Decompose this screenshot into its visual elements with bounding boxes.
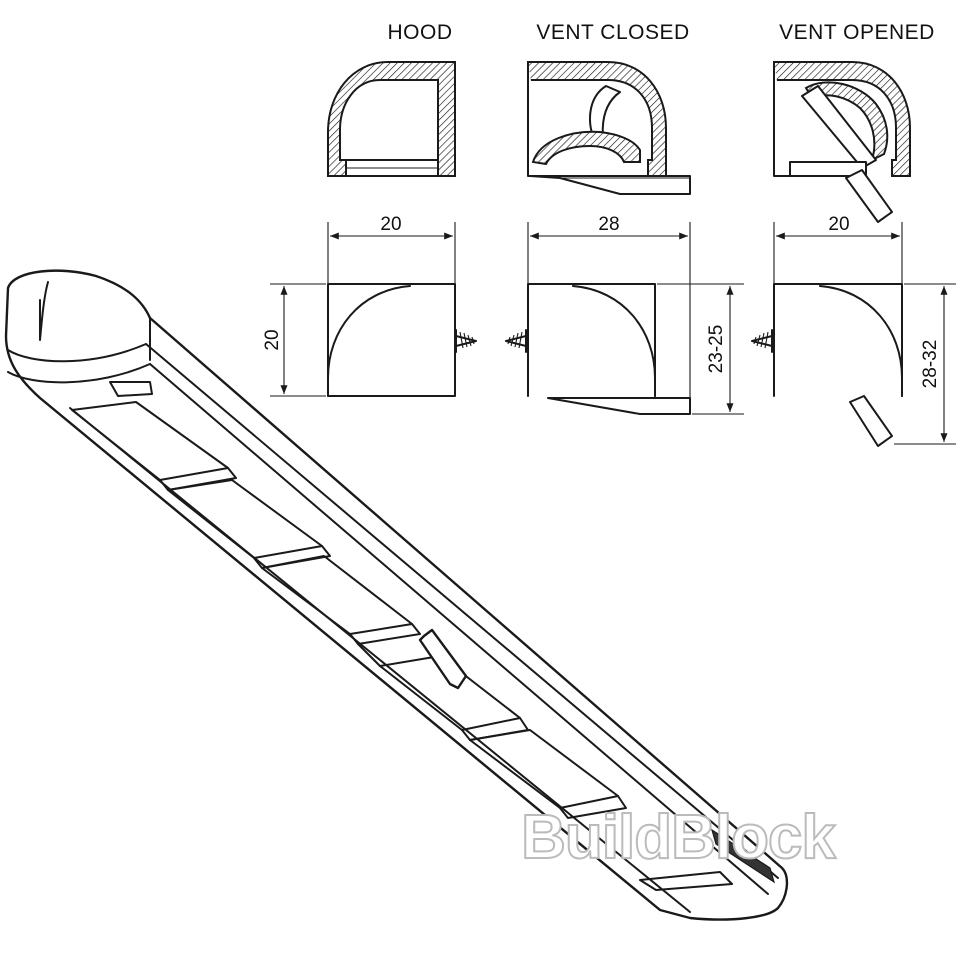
dimension-closed-width: 28 [527,214,691,410]
hood-width-label: 20 [380,214,401,235]
title-vent-opened: VENT OPENED [779,21,935,44]
closed-width-label: 28 [598,214,619,235]
closed-side-view [527,283,691,415]
opened-width-label: 20 [828,214,849,235]
vent-closed-section [527,61,691,195]
closed-height-dimension: 23-25 [657,283,744,415]
watermark-text: BuildBlock [521,803,836,872]
dimension-opened-width: 20 [773,214,903,290]
dimension-hood-width: 20 [327,214,456,290]
title-hood: HOOD [388,21,453,44]
opened-height-dimension: 28-32 [894,283,956,445]
hood-side-view [327,283,456,397]
screw-right [505,329,527,353]
opened-side-view [773,283,903,447]
hood-height-dimension: 20 [262,283,326,397]
title-vent-closed: VENT CLOSED [536,21,689,44]
hood-section [327,61,456,177]
screw-opened [751,329,773,353]
closed-height-label: 23-25 [706,325,727,374]
vent-bar-perspective [4,269,789,921]
hood-height-label: 20 [262,329,283,350]
vent-opened-section [773,61,911,223]
screw-left [455,329,477,353]
opened-height-label: 28-32 [920,340,941,389]
